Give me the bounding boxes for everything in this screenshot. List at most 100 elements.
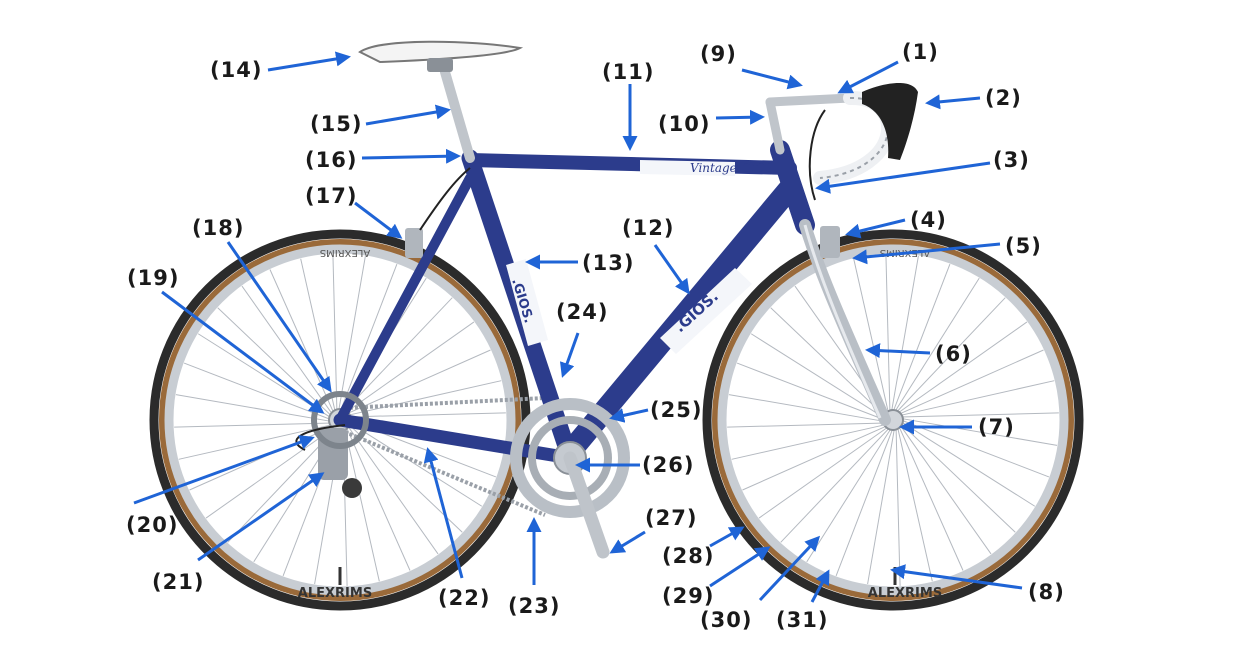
- spoke: [731, 423, 887, 460]
- callout-arrow-1: [837, 60, 899, 94]
- spoke: [758, 426, 889, 519]
- callout-arrow-6: [865, 343, 931, 359]
- spoke: [867, 427, 896, 585]
- rear-derailleur: [311, 391, 369, 498]
- part-label-29: (29): [662, 584, 715, 608]
- spoke: [347, 422, 463, 533]
- part-label-12: (12): [622, 216, 675, 240]
- spoke: [896, 426, 933, 582]
- front-rim: [717, 244, 1069, 596]
- crank-arm: [563, 451, 610, 559]
- spoke: [853, 258, 890, 414]
- rear-brake-caliper: [405, 228, 423, 258]
- callout-arrow-14: [267, 51, 351, 72]
- callout-arrow-18: [226, 241, 332, 393]
- spoke: [175, 394, 333, 423]
- spoke: [347, 412, 506, 418]
- part-label-30: (30): [700, 608, 753, 632]
- part-label-17: (17): [305, 184, 358, 208]
- callout-arrow-15: [365, 104, 451, 126]
- stem: [765, 97, 785, 155]
- spoke: [900, 412, 1059, 418]
- rear-brake-cable: [419, 167, 471, 231]
- callout-arrow-8: [890, 564, 1023, 590]
- callout-arrow-24: [559, 332, 580, 378]
- part-label-10: (10): [658, 112, 711, 136]
- front-wheel: ALEXRIMS ALEXRIMS: [338, 229, 1084, 611]
- big-chainring: [510, 398, 630, 518]
- callout-arrows: [133, 51, 1023, 603]
- callout-arrow-2: [925, 94, 981, 110]
- spoke: [895, 427, 901, 586]
- spoke: [347, 421, 483, 507]
- crankset: [510, 398, 630, 559]
- spoke: [174, 422, 333, 428]
- front-tire: [702, 229, 1084, 611]
- seat-clamp: [427, 58, 453, 72]
- spoke: [890, 255, 919, 413]
- head-tube: [770, 140, 815, 235]
- callout-arrow-22: [423, 447, 464, 579]
- spoke: [899, 380, 1055, 417]
- callout-arrow-9: [741, 68, 803, 90]
- shift-cable: [808, 109, 826, 201]
- callout-arrow-29: [709, 546, 771, 588]
- spoke: [346, 424, 439, 555]
- callout-arrow-12: [653, 244, 690, 295]
- part-label-27: (27): [645, 506, 698, 530]
- callout-arrow-31: [810, 569, 830, 603]
- spoke: [900, 419, 1050, 478]
- part-label-3: (3): [993, 148, 1030, 172]
- callout-arrow-28: [709, 526, 745, 548]
- spoke: [337, 255, 366, 413]
- callout-arrow-21: [197, 472, 325, 562]
- callout-arrow-30: [758, 535, 821, 602]
- spoke: [343, 426, 380, 582]
- callout-arrow-16: [361, 148, 461, 164]
- spoke: [344, 321, 475, 414]
- part-label-6: (6): [935, 342, 972, 366]
- spoke: [898, 349, 1044, 415]
- part-label-4: (4): [910, 208, 947, 232]
- spoke: [217, 307, 333, 418]
- spoke: [300, 258, 337, 414]
- part-label-26: (26): [642, 453, 695, 477]
- saddle: [358, 40, 524, 64]
- spoke: [736, 362, 886, 421]
- seatpost: [440, 67, 475, 163]
- part-label-20: (20): [126, 513, 179, 537]
- spoke: [342, 297, 453, 413]
- front-brake-caliper: [820, 226, 840, 258]
- stem-extension: [765, 93, 855, 107]
- seat-tube-panel: [506, 259, 548, 346]
- seatstay: [335, 173, 475, 425]
- part-label-22: (22): [438, 586, 491, 610]
- spoke: [728, 394, 886, 423]
- rear-tire-sidewall: [159, 239, 521, 601]
- rear-rim: [164, 244, 516, 596]
- top-tube: [463, 153, 797, 175]
- part-label-18: (18): [192, 216, 245, 240]
- spoke: [835, 427, 894, 577]
- top-tube-logo: Vintage GIOS: [690, 161, 773, 175]
- spoke: [899, 424, 992, 555]
- part-label-14: (14): [210, 58, 263, 82]
- spoke: [900, 421, 1036, 507]
- part-label-23: (23): [508, 594, 561, 618]
- spoke: [241, 285, 334, 416]
- spoke: [339, 263, 398, 413]
- part-label-21: (21): [152, 570, 205, 594]
- front-tire-sidewall: [712, 239, 1074, 601]
- rear-rim-text-top: ALEXRIMS: [320, 247, 370, 258]
- spoke: [183, 362, 333, 421]
- derailleur-pulley: [342, 478, 362, 498]
- callout-arrow-5: [852, 242, 1001, 265]
- spoke: [900, 417, 1058, 446]
- part-label-24: (24): [556, 300, 609, 324]
- top-tube-panel: [640, 160, 735, 176]
- spoke: [770, 307, 886, 418]
- part-label-31: (31): [776, 608, 829, 632]
- spoke: [345, 349, 491, 415]
- spoke: [727, 422, 886, 428]
